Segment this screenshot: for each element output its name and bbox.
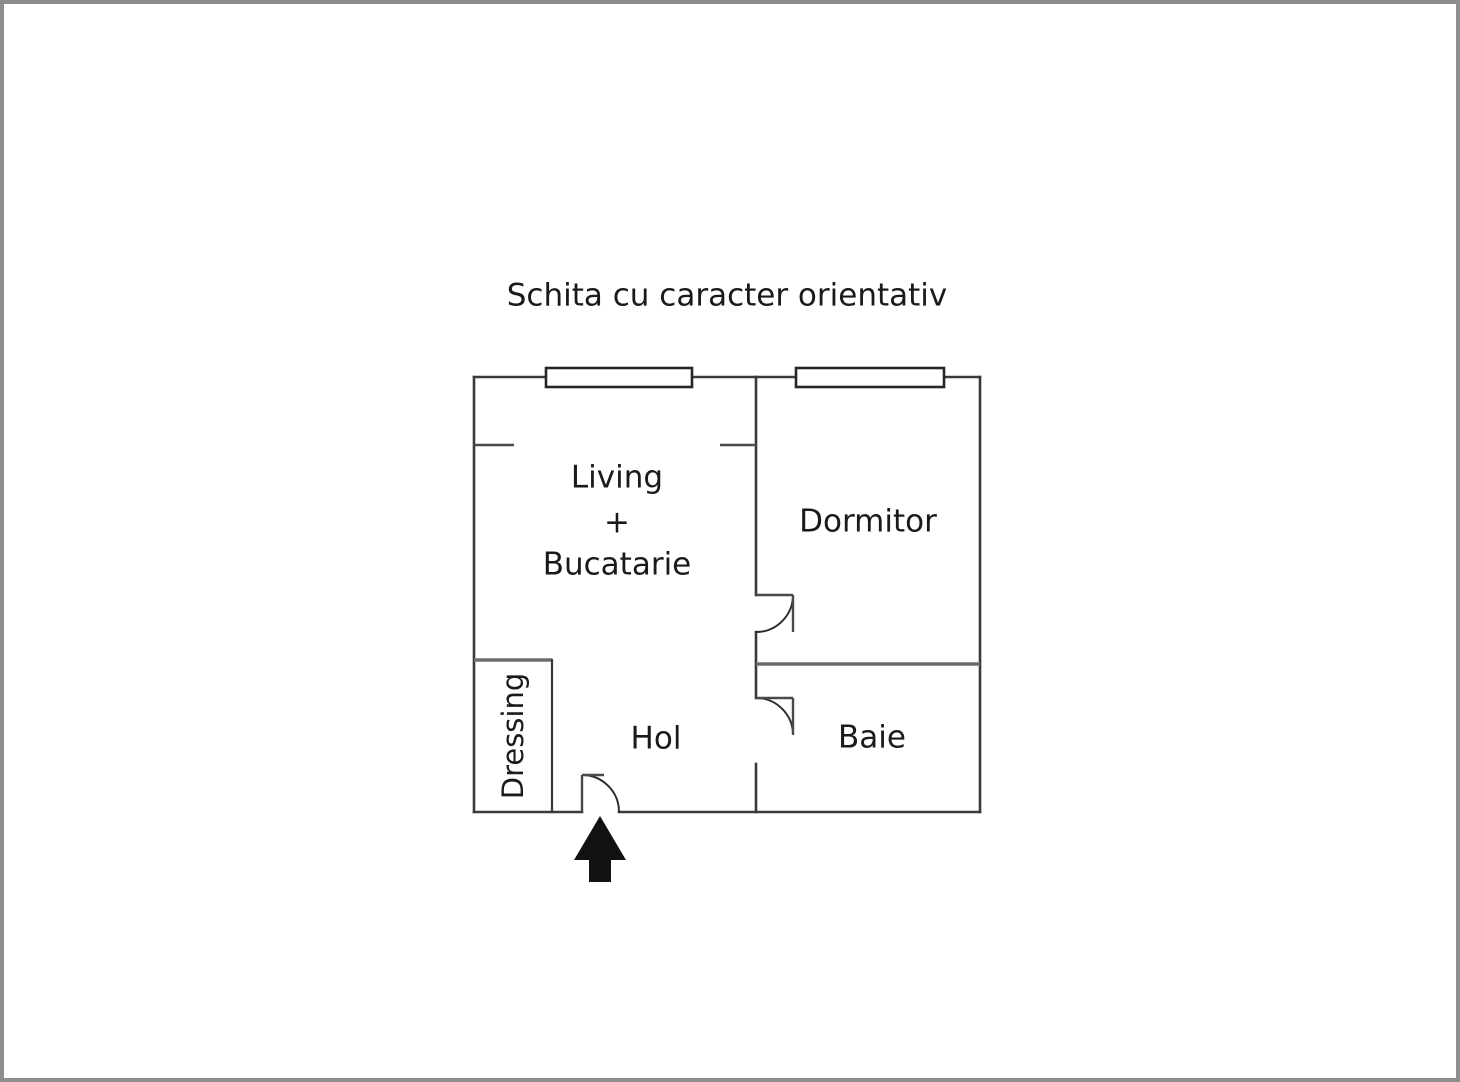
- room-label-hol: Hol: [631, 721, 682, 757]
- outer-walls: [472, 375, 982, 814]
- room-label-living-plus: +: [604, 505, 630, 541]
- door-dormitor-arc: [755, 594, 794, 633]
- entrance-arrow-shape: [574, 816, 626, 882]
- window-living: [544, 366, 694, 389]
- room-label-dressing: Dressing: [496, 673, 530, 800]
- room-label-dormitor: Dormitor: [799, 504, 937, 540]
- windows: [544, 366, 946, 389]
- room-label-living: Living: [571, 460, 663, 496]
- floorplan-drawing: Schita cu caracter orientativ: [472, 278, 982, 882]
- window-dormitor: [794, 366, 946, 389]
- door-baie-arc: [755, 697, 794, 736]
- room-label-baie: Baie: [838, 720, 906, 756]
- room-label-bucatarie: Bucatarie: [543, 547, 692, 583]
- door-baie: [755, 696, 795, 736]
- entrance-arrow: [574, 816, 626, 882]
- door-entrance: [580, 773, 620, 813]
- dressing-room-outline: [474, 658, 554, 814]
- page-title: Schita cu caracter orientativ: [507, 278, 948, 314]
- door-dormitor: [755, 593, 795, 633]
- door-entrance-arc: [581, 774, 620, 813]
- interior-walls: [754, 375, 980, 814]
